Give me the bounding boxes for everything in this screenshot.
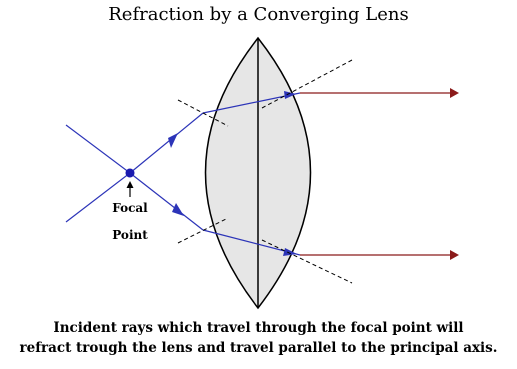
incident-ray-upper-arrowhead	[168, 133, 178, 148]
incident-ray-lower-extension	[65, 172, 131, 223]
internal-ray-upper-arrowhead	[284, 91, 296, 99]
focal-point-label-line1: Focal	[112, 201, 148, 215]
internal-ray-lower-arrowhead	[283, 248, 297, 256]
incident-ray-upper	[129, 112, 204, 174]
normal-line-lower-entry	[177, 217, 229, 244]
normal-line-lower-exit	[261, 239, 353, 284]
refracted-ray-lower-arrowhead	[450, 250, 459, 260]
focal-point-dot	[125, 168, 135, 178]
incident-ray-lower	[129, 172, 204, 231]
refracted-ray-upper-arrowhead	[450, 88, 459, 98]
focal-point-pointer-arrowhead	[126, 181, 134, 188]
normal-line-upper-exit	[261, 59, 353, 109]
incident-ray-upper-extension	[65, 124, 131, 174]
caption-line2: refract trough the lens and travel paral…	[19, 340, 498, 356]
caption-line1: Incident rays which travel through the f…	[53, 320, 464, 336]
normal-line-upper-entry	[177, 99, 229, 127]
focal-point-label-line2: Point	[112, 228, 148, 242]
incident-ray-lower-arrowhead	[172, 203, 184, 216]
diagram-title: Refraction by a Converging Lens	[108, 4, 409, 25]
